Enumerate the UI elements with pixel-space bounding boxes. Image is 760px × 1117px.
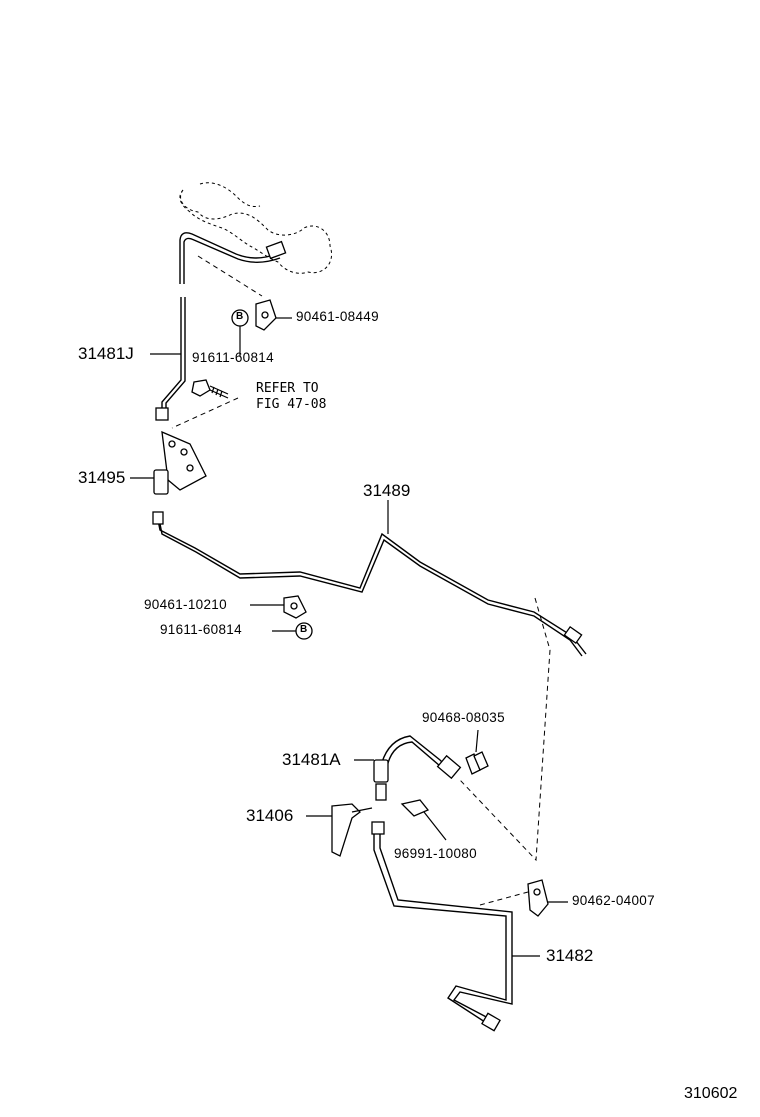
- pipe-31482: [371, 821, 540, 1032]
- label-31489: 31489: [363, 481, 411, 500]
- diagram-id: 310602: [684, 1085, 738, 1102]
- label-31406: 31406: [246, 806, 294, 825]
- label-31481J: 31481J: [78, 344, 134, 363]
- badge-b-mid: B: [300, 624, 308, 635]
- label-91611-60814-mid: 91611-60814: [160, 622, 242, 637]
- pipe-31481J: [155, 232, 287, 421]
- label-91611-60814-top: 91611-60814: [192, 350, 274, 365]
- clip-90468-08035: [465, 729, 489, 775]
- label-90462-04007: 90462-04007: [572, 893, 655, 908]
- clip-90461-10210: [250, 595, 307, 619]
- refer-text-line2: FIG 47-08: [256, 397, 327, 412]
- bracket-31495: [130, 430, 207, 495]
- dash-bolt-to-bracket: [171, 397, 239, 429]
- label-31482: 31482: [546, 946, 594, 965]
- label-31495: 31495: [78, 468, 126, 487]
- label-90468-08035: 90468-08035: [422, 710, 505, 725]
- dash-31489-to-31481A: [459, 597, 551, 862]
- badge-b-top: B: [236, 311, 244, 322]
- refer-text-line1: REFER TO: [256, 381, 319, 396]
- dash-clip-to-pipe: [197, 255, 263, 297]
- label-31481A: 31481A: [282, 750, 341, 769]
- dash-clip-31482: [479, 891, 529, 906]
- hose-31481A: [354, 735, 462, 801]
- clip-90462-04007: [527, 879, 568, 917]
- bracket-31406: [306, 803, 373, 857]
- bolt-91611-60814-top: [191, 309, 249, 399]
- clip-96991-10080: [400, 799, 447, 841]
- master-cylinder-outline: [179, 182, 332, 274]
- pipe-31489: [152, 500, 587, 657]
- label-96991-10080: 96991-10080: [394, 846, 477, 861]
- label-90461-08449: 90461-08449: [296, 309, 379, 324]
- clip-90461-08449: [255, 299, 292, 331]
- label-90461-10210: 90461-10210: [144, 597, 227, 612]
